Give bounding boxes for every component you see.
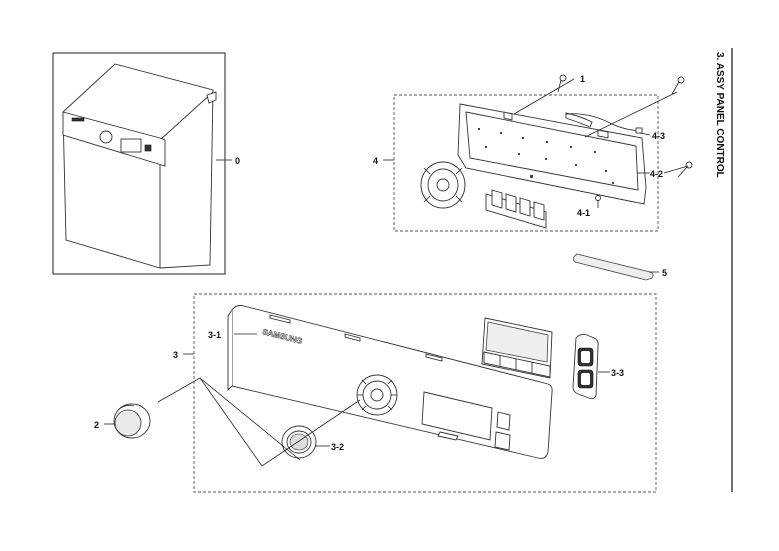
callout-4: 4	[373, 156, 378, 166]
knob-ring	[281, 425, 317, 459]
leader-4-3	[639, 132, 651, 136]
screw-4-1	[595, 195, 601, 208]
screw-top-right	[671, 76, 685, 95]
callout-1: 1	[580, 74, 585, 84]
callout-0: 0	[235, 156, 240, 166]
callout-4-1: 4-1	[577, 208, 590, 218]
rotary-encoder	[420, 161, 466, 209]
callout-5: 5	[662, 268, 667, 278]
assy-3-boundary	[193, 293, 657, 493]
assy-4-boundary	[393, 94, 659, 232]
leader-1	[513, 78, 575, 115]
callout-2: 2	[94, 420, 99, 430]
assembly-guide-lines	[157, 377, 361, 467]
screw-4-2	[677, 161, 693, 178]
pcb-board	[457, 103, 647, 205]
callout-3-1: 3-1	[208, 330, 221, 340]
panel-selector-ring	[356, 374, 398, 416]
callout-3-2: 3-2	[331, 442, 344, 452]
callout-3-3: 3-3	[611, 368, 624, 378]
callout-4-2: 4-2	[650, 169, 663, 179]
section-title: 3. ASSY PANEL CONTROL	[714, 52, 725, 178]
leader-4-3b	[584, 91, 678, 138]
appliance-unit-drawing	[62, 63, 217, 269]
leader-4-2b	[663, 165, 689, 174]
display-window	[481, 317, 553, 379]
callout-3: 3	[173, 350, 178, 360]
button-cover	[572, 333, 599, 400]
light-guide-bar	[573, 253, 654, 281]
selector-knob	[113, 403, 151, 439]
tact-switch-block	[485, 189, 547, 229]
screw-1	[557, 74, 567, 93]
callout-4-3: 4-3	[652, 131, 665, 141]
